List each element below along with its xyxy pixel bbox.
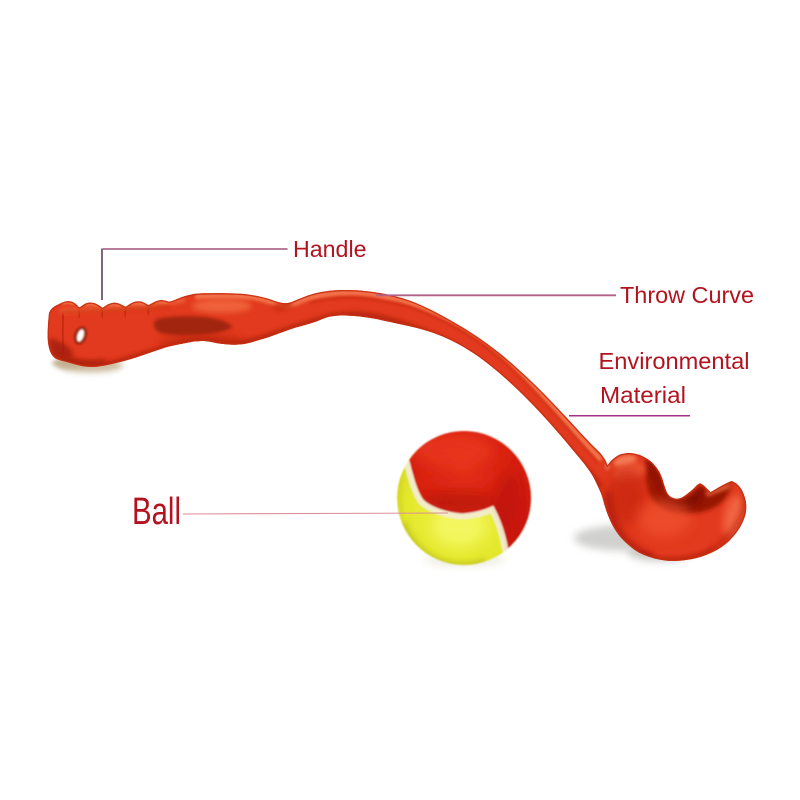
svg-text:Throw Curve: Throw Curve [620, 282, 754, 308]
svg-text:Handle: Handle [293, 236, 367, 262]
svg-text:Material: Material [600, 382, 686, 408]
svg-text:Environmental: Environmental [599, 348, 750, 374]
svg-text:Ball: Ball [132, 491, 181, 533]
